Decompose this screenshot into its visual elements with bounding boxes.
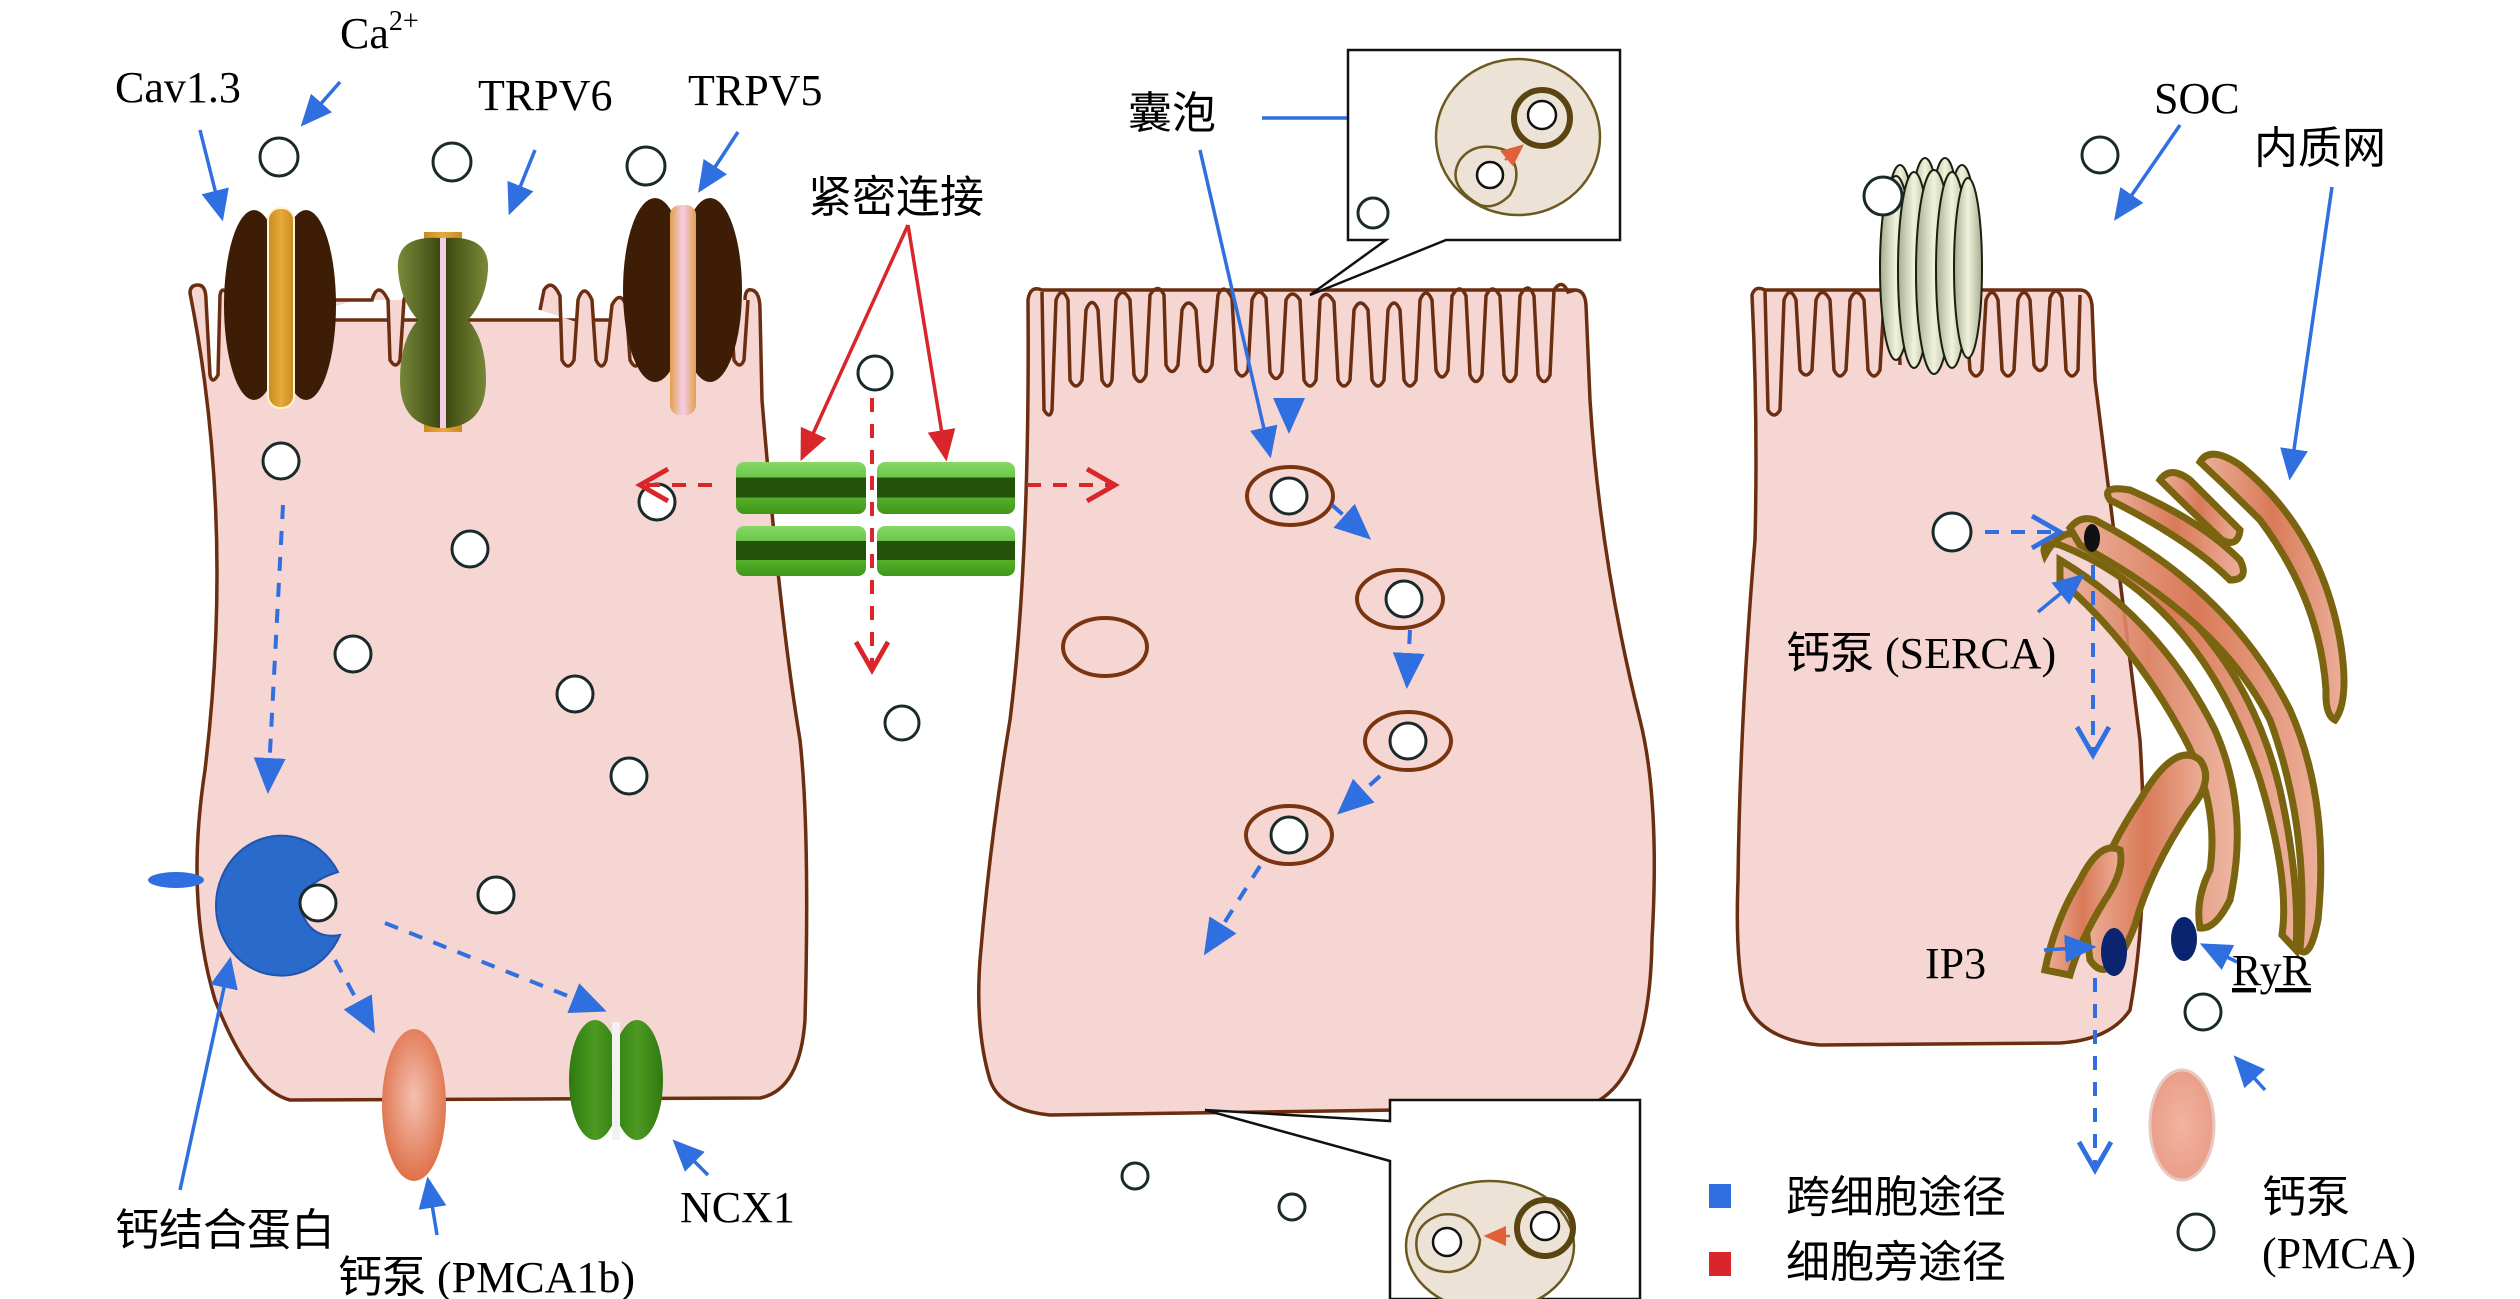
tight-junction[interactable]: 紧密连接: [635, 173, 1120, 742]
transcellular-arrow: [384, 921, 607, 1013]
calcium-ion: [555, 674, 595, 714]
transcellular-arrow: [1330, 503, 1371, 540]
middle-cell-body[interactable]: [977, 287, 1657, 1117]
calcium-ion: [2183, 992, 2223, 1032]
calcium-ion: [258, 136, 300, 178]
calcium-ion: [261, 441, 301, 481]
vesicle-inset-bottom: [1204, 1098, 1642, 1299]
calcium-ion: [1862, 175, 1904, 217]
ncx1-pointer-arrow: [672, 1139, 710, 1177]
serca-pump[interactable]: [2084, 524, 2100, 552]
ca-pointer-arrow: [300, 80, 342, 127]
legend-swatch-paracellular: [1709, 1252, 1731, 1276]
legend-swatch-transcellular: [1709, 1184, 1731, 1208]
calcium-ion: [625, 145, 667, 187]
vesicle[interactable]: [1363, 710, 1453, 772]
pmca1b-label: 钙泵 (PMCA1b): [338, 1253, 635, 1299]
pmca1b-pointer-arrow: [418, 1176, 447, 1236]
ryr-pointer-arrow: [2199, 943, 2238, 971]
transcellular-arrow: [333, 959, 375, 1034]
calcium-ion: [333, 634, 373, 674]
legend-label-transcellular: 跨细胞途径: [1786, 1173, 2006, 1222]
legend: 跨细胞途径 细胞旁途径: [1709, 1173, 2006, 1287]
vesicle[interactable]: [1355, 568, 1445, 630]
vesicle-pointer-arrow: [1198, 149, 1278, 459]
calcium-ion: [1384, 579, 1424, 619]
trpv6-label: TRPV6: [478, 71, 612, 120]
junction-pointer-arrow: [800, 224, 910, 462]
ryr-label: RyR: [2232, 946, 2312, 995]
calcium-ion: [450, 529, 490, 569]
calbindin[interactable]: [148, 820, 345, 977]
trpv5-pointer-arrow: [698, 131, 740, 193]
pmca-label-line1: 钙泵: [2262, 1173, 2350, 1222]
cav13-channel[interactable]: [224, 207, 336, 409]
vesicle[interactable]: [1244, 804, 1334, 866]
er-label: 内质网: [2254, 124, 2386, 173]
calcium-ion: [2176, 1212, 2216, 1252]
calbindin-pointer-arrow: [178, 956, 238, 1191]
ryr-receptor[interactable]: [2171, 917, 2197, 961]
vesicle-inset-top: [1309, 48, 1622, 297]
calcium-ion: [298, 883, 338, 923]
cav13-label: Cav1.3: [115, 63, 241, 112]
serca-label: 钙泵 (SERCA): [1786, 629, 2056, 678]
left-cell: Ca2+ Cav1.3 TRPV6 TRPV5 钙结合蛋白 钙泵 (PMCA1b…: [115, 6, 822, 1299]
cav13-pointer-arrow: [198, 129, 229, 222]
vesicle-label: 囊泡: [1128, 89, 1216, 138]
trpv5-label: TRPV5: [688, 66, 822, 115]
pmca1b-pump[interactable]: [382, 1029, 446, 1181]
trpv6-pointer-arrow: [507, 149, 537, 216]
empty-vesicle: [1061, 616, 1149, 678]
calcium-ion: [1931, 511, 1973, 553]
tight-junction-block: [736, 462, 866, 514]
legend-label-paracellular: 细胞旁途径: [1786, 1238, 2006, 1287]
calcium-ion: [1269, 476, 1309, 516]
ip3-pointer-arrow: [2043, 934, 2097, 963]
calcium-ion: [609, 756, 649, 796]
right-cell: SOC 内质网 钙泵 (SERCA) IP3 RyR 钙泵 (PMCA): [1735, 74, 2416, 1278]
ip3-label: IP3: [1925, 939, 1986, 988]
serca-pointer-arrow: [2036, 573, 2085, 614]
calcium-ion: [1277, 1192, 1307, 1222]
pmca-label-line2: (PMCA): [2262, 1229, 2416, 1278]
endoplasmic-reticulum[interactable]: [2040, 450, 2348, 980]
tight-junction-block: [877, 462, 1015, 514]
tight-junction-label: 紧密连接: [808, 173, 984, 222]
calcium-ion: [1388, 721, 1428, 761]
calcium-ion: [1120, 1161, 1150, 1191]
calcium-ion: [1356, 196, 1390, 230]
ncx1-exchanger[interactable]: [569, 1020, 663, 1140]
vesicle[interactable]: [1245, 465, 1335, 527]
junction-pointer-arrow: [906, 224, 956, 462]
soc-channel[interactable]: [1879, 157, 1983, 375]
tight-junction-block: [736, 526, 866, 576]
pmca-pump[interactable]: [2148, 1068, 2216, 1182]
calcium-ion: [883, 704, 921, 742]
calcium-ion: [637, 482, 677, 522]
ncx1-label: NCX1: [680, 1183, 795, 1232]
transcellular-arrow: [1337, 774, 1382, 815]
calcium-ion: [856, 354, 894, 392]
soc-pointer-arrow: [2114, 124, 2182, 221]
trpv5-channel[interactable]: [623, 198, 742, 415]
middle-microvilli: [1040, 282, 1576, 417]
transcellular-arrow: [253, 504, 286, 794]
transcellular-arrow: [1203, 864, 1262, 956]
ip3-receptor[interactable]: [2101, 928, 2127, 976]
calcium-ion: [476, 875, 516, 915]
calcium-ion: [1269, 815, 1309, 855]
soc-label: SOC: [2154, 74, 2240, 123]
right-microvilli: [1763, 289, 2082, 417]
calcium-ion: [2080, 135, 2120, 175]
transcellular-arrow: [1392, 629, 1425, 689]
ca-ion-label: Ca2+: [340, 6, 419, 58]
calbindin-label: 钙结合蛋白: [115, 1206, 335, 1255]
er-pointer-arrow: [2280, 186, 2334, 481]
pmca-pointer-arrow: [2233, 1055, 2267, 1092]
middle-cell: 囊泡: [977, 89, 1657, 1222]
trpv6-channel[interactable]: [397, 232, 489, 432]
calcium-ion: [431, 141, 473, 183]
tight-junction-block: [877, 526, 1015, 576]
